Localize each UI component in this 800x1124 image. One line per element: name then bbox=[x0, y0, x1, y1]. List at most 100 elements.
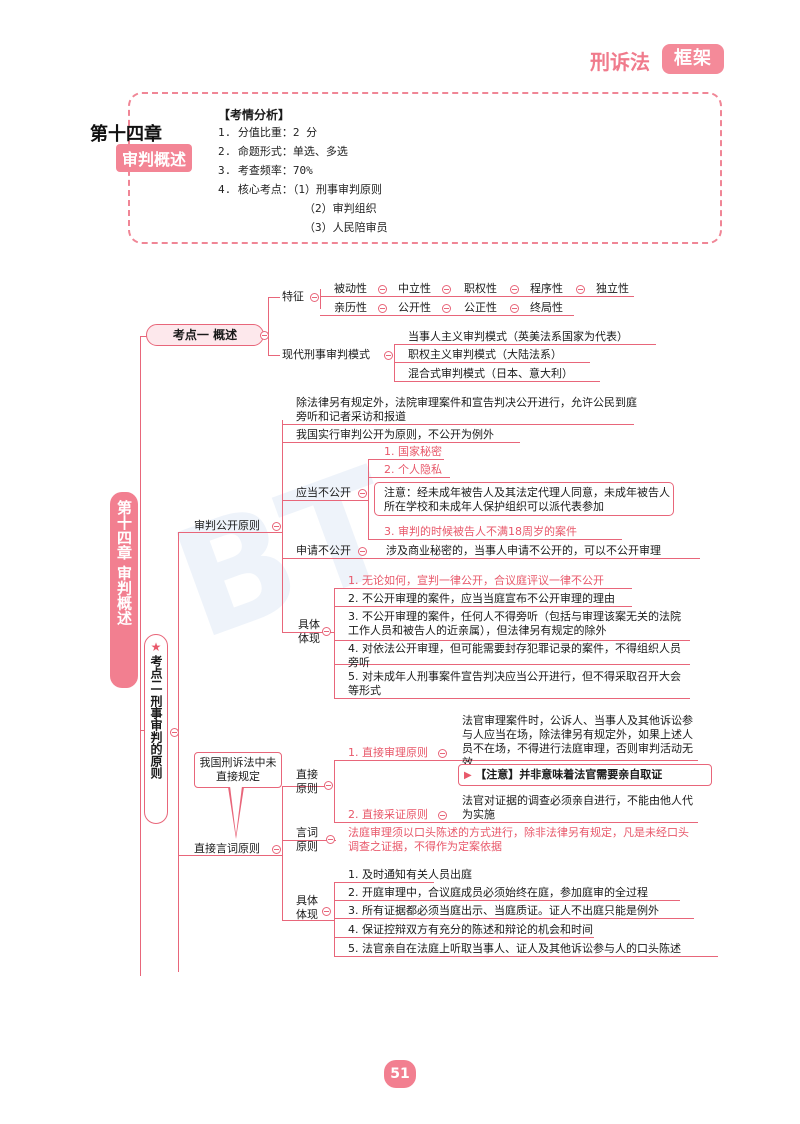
feature-1-dot[interactable] bbox=[378, 285, 387, 294]
note2-text: 【注意】并非意味着法官需要亲自取证 bbox=[475, 768, 663, 781]
feature-8-dot[interactable] bbox=[510, 304, 519, 313]
direct-detail-4: 4. 保证控辩双方有充分的陈述和辩论的机会和时间 bbox=[348, 923, 593, 936]
chapter-vertical-pill: 第十四章 审判概述 bbox=[110, 492, 138, 688]
public-intro-line bbox=[282, 424, 634, 425]
public-principle: 我国实行审判公开为原则，不公开为例外 bbox=[296, 428, 494, 441]
direct-evidence-dot[interactable] bbox=[438, 811, 447, 820]
analysis-line-1: 1. 分值比重：2 分 bbox=[218, 126, 318, 139]
detail-label: 具体体现 bbox=[298, 618, 320, 645]
public-detail-2: 2. 不公开审理的案件，应当当庭宣布不公开审理的理由 bbox=[348, 592, 615, 605]
apply-text: 涉及商业秘密的，当事人申请不公开的，可以不公开审理 bbox=[386, 544, 661, 557]
flag-icon: ▶ bbox=[464, 770, 472, 781]
minor-note: 注意：经未成年被告人及其法定代理人同意，未成年被告人所在学校和未成年人保护组织可… bbox=[384, 486, 670, 513]
feature-dot[interactable] bbox=[310, 293, 319, 302]
kp2-pill: ★ 考点二 刑事审判的原则 bbox=[144, 634, 168, 824]
brand-box: 框架 bbox=[662, 44, 724, 74]
feature-4: 程序性 bbox=[530, 282, 563, 295]
trunk-kp1 bbox=[140, 336, 148, 337]
detail-dot[interactable] bbox=[322, 627, 331, 636]
public-dot[interactable] bbox=[272, 522, 281, 531]
feature-4-dot[interactable] bbox=[576, 285, 585, 294]
public-principle-line bbox=[282, 442, 520, 443]
kp2-label: 考点二 刑事审判的原则 bbox=[149, 655, 163, 780]
feature-5: 独立性 bbox=[596, 282, 629, 295]
verbal-dot[interactable] bbox=[326, 835, 335, 844]
detail-branch bbox=[334, 588, 335, 698]
kp1-label: 考点一 概述 bbox=[146, 324, 264, 346]
direct-detail-5: 5. 法官亲自在法庭上听取当事人、证人及其他诉讼参与人的口头陈述 bbox=[348, 942, 681, 955]
trunk-line bbox=[140, 336, 141, 976]
must-1-line bbox=[368, 459, 444, 460]
mode-2-line bbox=[394, 362, 590, 363]
must-3-line bbox=[368, 539, 622, 540]
mode-3: 混合式审判模式（日本、意大利） bbox=[408, 367, 573, 380]
mode-3-line bbox=[394, 381, 600, 382]
mode-1: 当事人主义审判模式（英美法系国家为代表） bbox=[408, 330, 628, 343]
feature-row2-line bbox=[320, 315, 574, 316]
direct-trial-text: 法官审理案件时，公诉人、当事人及其他诉讼参与人应当在场，除法律另有规定外，如果上… bbox=[462, 714, 693, 769]
feature-2: 中立性 bbox=[398, 282, 431, 295]
callout-tail-inner bbox=[230, 786, 242, 835]
detail-1-line bbox=[334, 588, 632, 589]
must-item-3: 3. 审判的时候被告人不满18周岁的案件 bbox=[384, 525, 577, 538]
analysis-heading: 【考情分析】 bbox=[218, 108, 291, 122]
kp1-branch-line bbox=[268, 297, 269, 355]
direct-detail-1: 1. 及时通知有关人员出庭 bbox=[348, 868, 472, 881]
feature-3-dot[interactable] bbox=[510, 285, 519, 294]
kp2-to-public bbox=[178, 532, 282, 533]
chapter-subtitle: 审判概述 bbox=[116, 144, 193, 172]
feature-6-dot[interactable] bbox=[378, 304, 387, 313]
direct-trial-dot[interactable] bbox=[438, 749, 447, 758]
direct-evidence-text: 法官对证据的调查必须亲自进行，不能由他人代为实施 bbox=[462, 794, 693, 821]
direct-evidence-line bbox=[334, 822, 698, 823]
direct-dot[interactable] bbox=[272, 845, 281, 854]
kp2-branch bbox=[178, 532, 179, 972]
chapter-vertical-text: 第十四章 审判概述 bbox=[115, 500, 133, 626]
must-branch bbox=[368, 459, 369, 539]
analysis-line-4: 4. 核心考点：（1）刑事审判原则 bbox=[218, 183, 382, 196]
direct-label: 直接言词原则 bbox=[194, 842, 260, 855]
not-directly-stipulated-callout: 我国刑诉法中未直接规定 bbox=[194, 752, 282, 788]
direct-sub-branch bbox=[334, 760, 335, 822]
direct-detail-3: 3. 所有证据都必须当庭出示、当庭质证。证人不出庭只能是例外 bbox=[348, 904, 659, 917]
direct-evidence: 2. 直接采证原则 bbox=[348, 808, 428, 821]
dd-2-line bbox=[334, 900, 680, 901]
dd-4-line bbox=[334, 937, 594, 938]
apply-label: 申请不公开 bbox=[296, 544, 351, 557]
star-icon: ★ bbox=[150, 640, 162, 654]
brand: 刑诉法 bbox=[590, 46, 650, 75]
feature-row1-line bbox=[320, 296, 634, 297]
dd-1-line bbox=[334, 882, 434, 883]
minor-note-box bbox=[374, 482, 674, 516]
direct-detail-branch bbox=[334, 882, 335, 956]
direct-detail-label: 具体体现 bbox=[296, 894, 318, 921]
detail-4-line bbox=[334, 664, 690, 665]
feature-9: 终局性 bbox=[530, 301, 563, 314]
must-item-2: 2. 个人隐私 bbox=[384, 463, 442, 476]
detail-3-line bbox=[334, 640, 690, 641]
direct-detail-dot[interactable] bbox=[322, 907, 331, 916]
detail-5-line bbox=[334, 698, 690, 699]
feature-3: 职权性 bbox=[464, 282, 497, 295]
direct-principle-dot[interactable] bbox=[324, 781, 333, 790]
must-line bbox=[282, 500, 368, 501]
dd-5-line bbox=[334, 956, 718, 957]
feature-6: 亲历性 bbox=[334, 301, 367, 314]
detail-line bbox=[282, 632, 334, 633]
apply-dot[interactable] bbox=[358, 547, 367, 556]
note2: ▶ 【注意】并非意味着法官需要亲自取证 bbox=[464, 768, 662, 783]
public-detail-1: 1. 无论如何，宣判一律公开，合议庭评议一律不公开 bbox=[348, 574, 604, 587]
feature-7-dot[interactable] bbox=[442, 304, 451, 313]
note2-box bbox=[458, 764, 712, 786]
verbal-text: 法庭审理须以口头陈述的方式进行，除非法律另有规定，凡是未经口头调查之证据，不得作… bbox=[348, 826, 689, 853]
modes-dot[interactable] bbox=[384, 351, 393, 360]
direct-trial-line bbox=[334, 760, 698, 761]
verbal-label: 言词原则 bbox=[296, 826, 318, 853]
must-2-line bbox=[368, 477, 450, 478]
public-detail-4: 4. 对依法公开审理，但可能需要封存犯罪记录的案件，不得组织人员旁听 bbox=[348, 642, 681, 669]
trunk-kp2 bbox=[140, 730, 146, 731]
feature-2-dot[interactable] bbox=[442, 285, 451, 294]
must-dot[interactable] bbox=[358, 489, 367, 498]
feature-8: 公正性 bbox=[464, 301, 497, 314]
must-label: 应当不公开 bbox=[296, 486, 351, 499]
